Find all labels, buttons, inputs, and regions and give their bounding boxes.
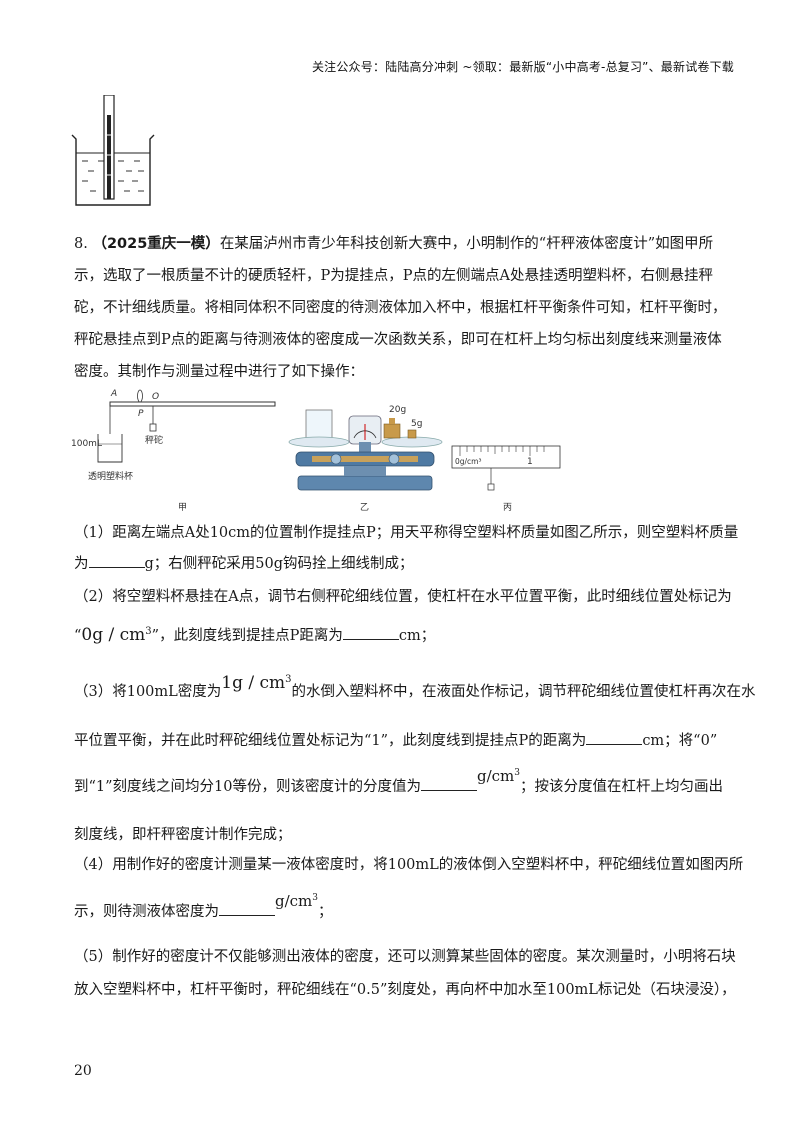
- part-3-line-1: （3）将100mL密度为1g / cm3的水倒入塑料杯中，在液面处作标记，调节秤…: [74, 673, 756, 700]
- answer-blank-2[interactable]: [342, 625, 399, 640]
- label-20g: 20g: [389, 405, 407, 415]
- figure-jia-label: 甲: [178, 503, 188, 513]
- part-3-line-3: 到“1”刻度线之间均分10等份，则该密度计的分度值为g/cm3；按该分度值在杠杆…: [74, 767, 724, 795]
- figure-bing-label: 丙: [503, 503, 513, 513]
- label-100ml: 100mL: [71, 439, 102, 449]
- label-point-a: A: [111, 389, 118, 399]
- label-weight: 秤砣: [145, 436, 164, 446]
- figure-jia-lever: [97, 389, 276, 463]
- label-scale-zero: 0g/cm³: [455, 457, 482, 466]
- label-scale-one: 1: [527, 457, 533, 467]
- beaker-thermometer-figure: [71, 95, 155, 206]
- answer-blank-5[interactable]: [219, 901, 275, 916]
- part-3-line-4: 刻度线，即杆秤密度计制作完成；: [74, 827, 292, 843]
- label-point-o: O: [152, 392, 160, 402]
- part-5-line-2: 放入空塑料杯中，杠杆平衡时，秤砣细线在“0.5”刻度处，再向杯中加水至100mL…: [74, 982, 736, 998]
- page-number: 20: [74, 1063, 92, 1079]
- part-1-line-1: （1）距离左端点A处10cm的位置制作提挂点P；用天平称得空塑料杯质量如图乙所示…: [74, 525, 739, 541]
- figure-yi-label: 乙: [360, 503, 370, 513]
- label-5g: 5g: [411, 419, 423, 429]
- page-header: 关注公众号：陆陆高分冲刺 ~领取：最新版“小中高考-总复习”、最新试卷下载: [311, 60, 734, 74]
- part-5-line-1: （5）制作好的密度计不仅能够测出液体的密度，还可以测算某些固体的密度。某次测量时…: [74, 949, 736, 965]
- part-4-line-2: 示，则待测液体密度为g/cm3；: [74, 892, 333, 920]
- answer-blank-1[interactable]: [88, 553, 145, 568]
- figure-bing-scale: [451, 445, 561, 491]
- part-2-line-1: （2）将空塑料杯悬挂在A点，调节右侧秤砣细线位置，使杠杆在水平位置平衡，此时细线…: [74, 589, 732, 605]
- label-cup: 透明塑料杯: [88, 472, 134, 482]
- answer-blank-3[interactable]: [586, 730, 643, 745]
- answer-blank-4[interactable]: [421, 776, 477, 791]
- label-point-p: P: [138, 409, 144, 419]
- question-stem: 8. （2025重庆一模）在某届泸州市青少年科技创新大赛中，小明制作的“杆秤液体…: [74, 236, 727, 380]
- figure-yi-balance: [288, 409, 443, 491]
- part-4-line-1: （4）用制作好的密度计测量某一液体密度时，将100mL的液体倒入空塑料杯中，秤砣…: [74, 857, 744, 873]
